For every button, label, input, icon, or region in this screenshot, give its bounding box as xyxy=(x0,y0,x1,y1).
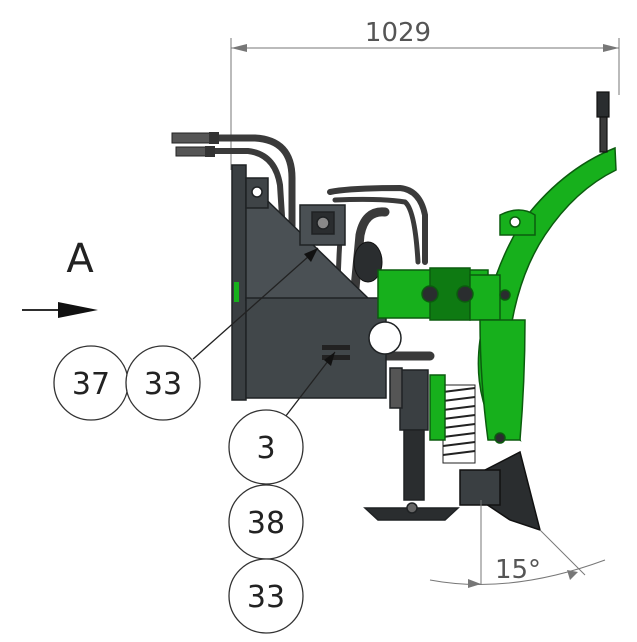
svg-text:37: 37 xyxy=(72,367,110,402)
spring xyxy=(442,384,476,464)
leader-lines xyxy=(192,247,336,422)
top-handle xyxy=(596,91,610,153)
svg-text:33: 33 xyxy=(144,367,182,402)
support-leg xyxy=(363,367,460,521)
callout-33-a: 33 xyxy=(125,345,201,421)
width-dimension-label: 1029 xyxy=(365,18,431,48)
view-indicator: A xyxy=(22,236,98,318)
angle-dimension: 15° xyxy=(429,500,606,588)
view-arrow-icon xyxy=(58,302,98,318)
width-dimension: 1029 xyxy=(230,18,620,170)
frame-details xyxy=(322,241,383,360)
svg-text:38: 38 xyxy=(247,506,285,541)
callout-38: 38 xyxy=(228,484,304,560)
callout-33-b: 33 xyxy=(228,558,304,634)
cutting-point xyxy=(459,450,542,532)
callout-37: 37 xyxy=(53,345,129,421)
svg-text:3: 3 xyxy=(256,431,275,466)
view-label: A xyxy=(66,236,94,282)
callout-3: 3 xyxy=(228,409,304,485)
green-arm xyxy=(377,146,617,444)
svg-text:33: 33 xyxy=(247,580,285,615)
angle-dimension-label: 15° xyxy=(495,555,541,585)
main-frame xyxy=(231,164,402,401)
